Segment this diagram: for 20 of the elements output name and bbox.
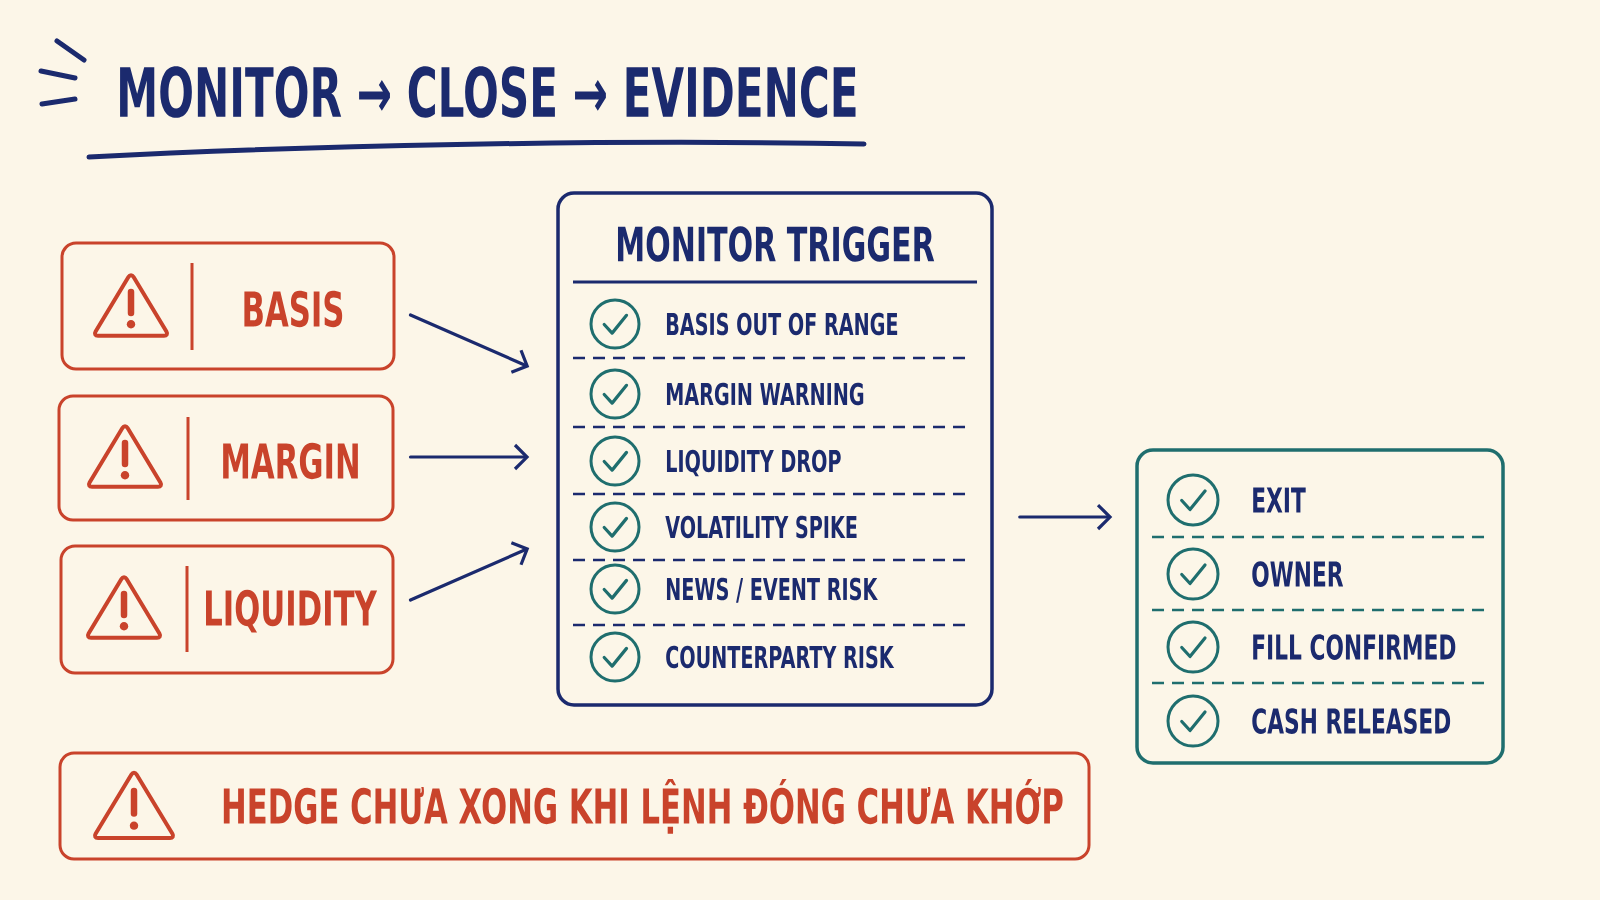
warning-box: MARGIN — [57, 394, 395, 522]
panel-heading: MONITOR TRIGGER — [618, 226, 935, 262]
title: MONITOR → CLOSE → EVIDENCE — [120, 66, 856, 118]
warning-banner: HEDGE CHƯA XONG KHI LỆNH ĐÓNG CHƯA KHỚP — [58, 751, 1091, 861]
checklist-item: OWNER — [1252, 561, 1344, 587]
warning-box: LIQUIDITY — [59, 544, 395, 675]
arrow — [408, 541, 530, 602]
warning-box: BASIS — [60, 241, 396, 371]
checklist-item: MARGIN WARNING — [666, 382, 864, 406]
arrow — [1018, 503, 1113, 531]
checklist-item: VOLATILITY SPIKE — [665, 515, 857, 539]
checklist-item: FILL CONFIRMED — [1253, 634, 1456, 660]
checklist-item: LIQUIDITY DROP — [666, 449, 841, 477]
arrow — [408, 443, 530, 471]
checklist-item: CASH RELEASED — [1252, 708, 1451, 734]
checklist-item: BASIS OUT OF RANGE — [666, 312, 898, 336]
checklist-item: EXIT — [1253, 487, 1306, 513]
arrow — [408, 313, 530, 374]
checklist-item: NEWS / EVENT RISK — [666, 577, 878, 603]
checklist-item: COUNTERPARTY RISK — [666, 645, 895, 669]
